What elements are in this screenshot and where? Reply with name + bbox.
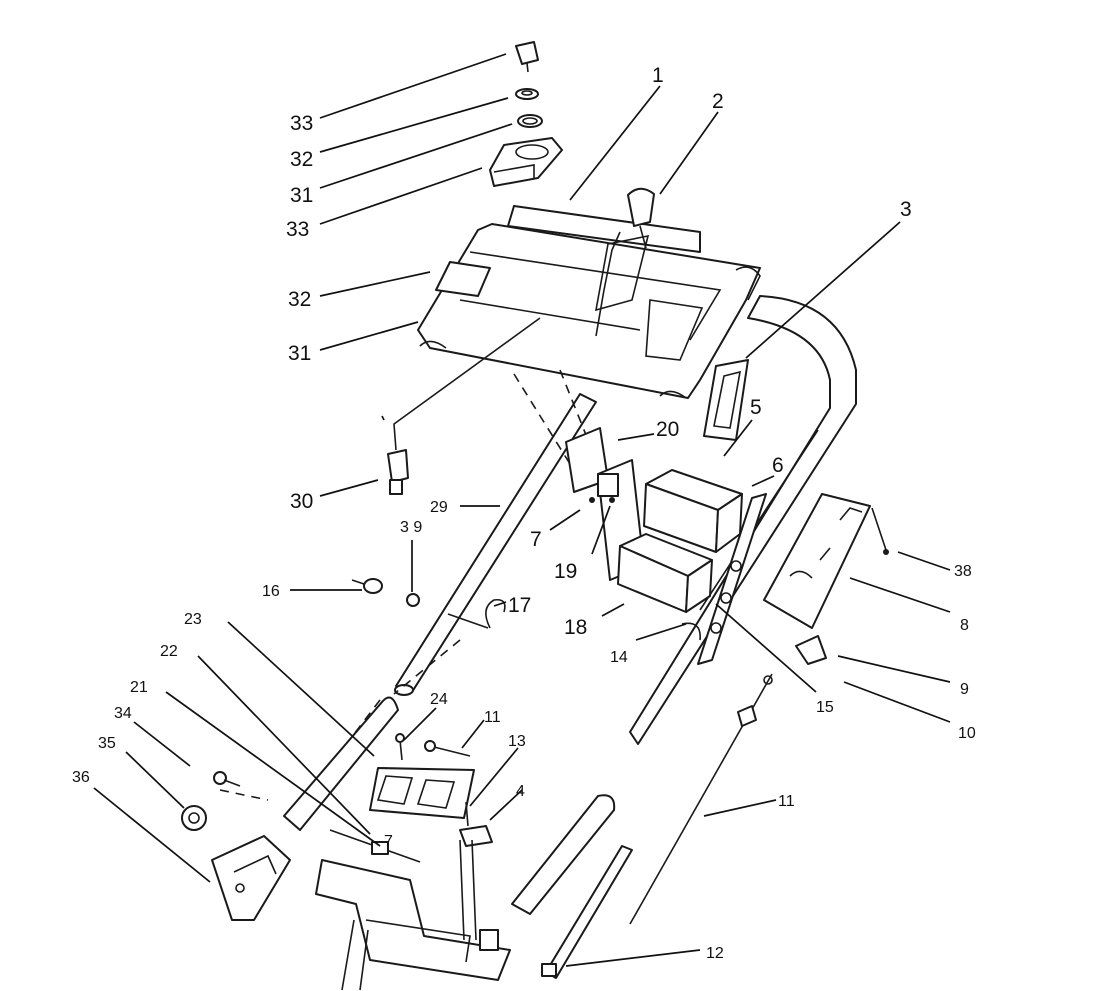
part-31-ring: [517, 114, 543, 128]
part-28-console: [417, 223, 761, 399]
callout-25: 24: [430, 691, 448, 708]
callout-10: 10: [958, 725, 976, 742]
callout-4: 4: [516, 783, 525, 800]
part-18-clip: [447, 598, 506, 629]
callout-13: 12: [706, 945, 724, 962]
callout-17: 16: [262, 583, 280, 600]
callout-2: 2: [712, 90, 724, 113]
part-3-bracket: [703, 359, 749, 441]
part-27-switch: [387, 317, 541, 495]
callout-30: 33: [286, 218, 309, 241]
callout-20: 19: [554, 560, 577, 583]
part-11-bolt: [424, 740, 471, 757]
callout-6: 6: [772, 454, 784, 477]
callout-15: 14: [610, 649, 628, 666]
callout-11: 11: [484, 709, 501, 726]
part-36-mount: [211, 835, 291, 921]
part-33-key: [515, 41, 539, 73]
leader-lines: [93, 53, 951, 967]
part-29-pad: [435, 261, 491, 297]
callout-7: 7: [530, 528, 542, 551]
callout-27: 30: [290, 490, 313, 513]
part-30-switch-housing: [489, 137, 563, 187]
callout-31: 31: [290, 184, 313, 207]
callout-9: 9: [960, 681, 969, 698]
part-15-16-harness: [681, 493, 767, 665]
callout-3: 3: [900, 198, 912, 221]
callout-32: 32: [290, 148, 313, 171]
handle-right: [629, 295, 857, 745]
part-35-knob: [181, 805, 207, 831]
part-9-clip: [795, 635, 827, 665]
part-8-cover: [763, 493, 871, 629]
callout-7-lower: 7: [384, 833, 393, 850]
part-38-screw: [871, 507, 889, 555]
part-32-washer: [515, 88, 539, 100]
callout-33: 33: [290, 112, 313, 135]
callout-1: 1: [652, 64, 664, 87]
part-13-rod: [541, 845, 633, 979]
part-39-nut: [406, 593, 420, 607]
part-19-module: [617, 533, 713, 613]
callout-5: 5: [750, 396, 762, 419]
callout-39: 3 9: [400, 519, 422, 536]
callout-35: 35: [98, 735, 116, 752]
part-34-bolt: [213, 771, 241, 787]
callout-24: 23: [184, 611, 202, 628]
callout-labels: 33 32 31 33 32 31 30 29 3 9 16 17 1 2 3 …: [72, 64, 976, 962]
callout-28: 31: [288, 342, 311, 365]
callout-12: 11: [778, 793, 795, 810]
callout-14: 13: [508, 733, 526, 750]
callout-29: 32: [288, 288, 311, 311]
part-22-rod: [329, 829, 421, 863]
part-24-bracket: [369, 767, 475, 819]
callout-23: 22: [160, 643, 178, 660]
callout-8: 8: [960, 617, 969, 634]
callout-18: 17: [508, 594, 531, 617]
callout-36: 36: [72, 769, 90, 786]
part-14-4-spacer: [459, 801, 493, 847]
callout-19: 18: [564, 616, 587, 639]
part-2-shift-knob: [627, 187, 655, 249]
part-17-bushing: [351, 578, 383, 594]
part-6-module: [643, 469, 743, 553]
callout-21: 20: [656, 418, 679, 441]
part-26-tube: [394, 393, 597, 696]
callout-26: 29: [430, 499, 448, 516]
base-frame: [315, 839, 511, 991]
callout-34: 34: [114, 705, 132, 722]
part-12-cable: [629, 673, 773, 925]
callout-38: 38: [954, 563, 972, 580]
callout-22: 21: [130, 679, 148, 696]
callout-16: 15: [816, 699, 834, 716]
part-25-screw: [395, 733, 405, 761]
